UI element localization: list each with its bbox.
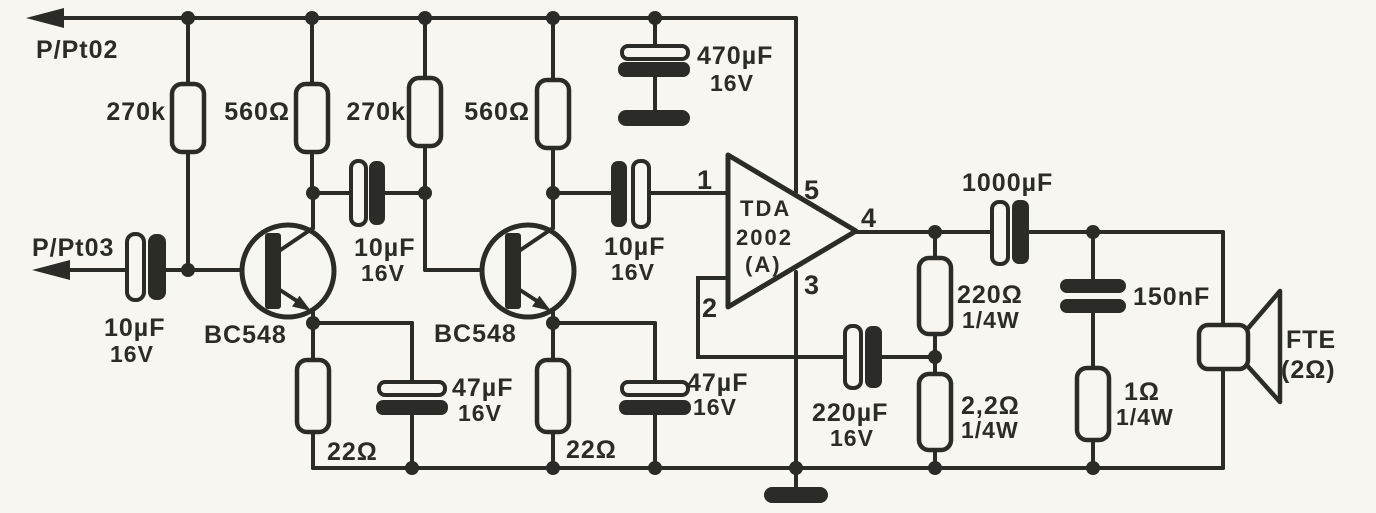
label-pin-3: 3 <box>804 270 819 300</box>
label-c-bypass2-value: 47µF <box>687 369 748 397</box>
label-ic-name-3: (A) <box>745 252 782 277</box>
resistor-r1-270k <box>169 81 207 155</box>
transistor-q2-bc548 <box>479 222 577 320</box>
ground-bar-icon <box>618 110 690 126</box>
label-pin-5: 5 <box>804 175 819 205</box>
capacitor-coupling2-10uf <box>611 159 651 229</box>
ic-tda2002 <box>725 152 859 310</box>
resistor-r9-1r <box>1074 365 1112 443</box>
label-r6-value: 22Ω <box>566 436 617 464</box>
capacitor-supply-470uf <box>618 44 690 126</box>
label-r7-value: 220Ω <box>957 281 1023 309</box>
resistor-r4-560 <box>534 77 572 151</box>
resistor-r2-560 <box>293 81 331 155</box>
capacitor-bypass2-47uf <box>619 380 691 415</box>
label-c-coupling1-value: 10µF <box>354 234 415 262</box>
label-c-supply-value: 470µF <box>697 42 773 70</box>
resistor-r5-22 <box>294 357 332 435</box>
label-speaker-name: FTE <box>1286 326 1336 354</box>
capacitor-feedback-220uf <box>843 324 882 390</box>
label-c-input-value: 10µF <box>104 314 165 342</box>
label-r8-value: 2,2Ω <box>961 392 1020 420</box>
capacitor-output-1000uf <box>990 200 1029 266</box>
label-pin-1: 1 <box>697 165 712 195</box>
label-ic-name-2: 2002 <box>736 225 793 250</box>
resistor-r8-2r2 <box>916 371 954 453</box>
label-port-supply: P/Pt02 <box>36 36 118 64</box>
label-c-coupling2-voltage: 16V <box>611 259 655 285</box>
capacitor-input-10uf <box>125 232 166 302</box>
label-port-input: P/Pt03 <box>32 234 114 262</box>
resistor-r7-220 <box>916 255 954 337</box>
label-speaker-impedance: (2Ω) <box>1281 356 1336 384</box>
junction-dots <box>181 11 1100 475</box>
label-r7-power: 1/4W <box>962 307 1020 333</box>
capacitor-filter-150nf <box>1060 279 1126 313</box>
label-c-output-value: 1000µF <box>962 169 1053 197</box>
label-r2-value: 560Ω <box>224 98 290 126</box>
label-c-coupling1-voltage: 16V <box>361 260 405 286</box>
label-c-coupling2-value: 10µF <box>604 233 665 261</box>
transistor-q1-bc548 <box>239 222 337 320</box>
label-ic-name-1: TDA <box>740 196 791 221</box>
label-r9-value: 1Ω <box>1124 378 1160 406</box>
emitter-arrow-icon <box>532 295 551 311</box>
label-c-input-voltage: 16V <box>110 341 154 367</box>
label-pin-4: 4 <box>861 203 876 233</box>
label-q2-name: BC548 <box>434 320 517 348</box>
emitter-arrow-icon <box>292 295 311 311</box>
label-c-filter-value: 150nF <box>1133 283 1210 311</box>
label-c-feedback-value: 220µF <box>812 399 888 427</box>
label-c-feedback-voltage: 16V <box>830 425 874 451</box>
label-pin-2: 2 <box>702 293 717 323</box>
label-q1-name: BC548 <box>204 321 287 349</box>
label-r8-power: 1/4W <box>961 417 1019 443</box>
label-r3-value: 270k <box>346 98 406 126</box>
label-c-bypass1-value: 47µF <box>452 374 513 402</box>
label-c-bypass2-voltage: 16V <box>693 394 737 420</box>
label-r4-value: 560Ω <box>464 98 530 126</box>
resistor-r6-22 <box>534 357 572 435</box>
label-c-supply-voltage: 16V <box>710 70 754 96</box>
speaker-fte <box>1196 288 1283 405</box>
label-r5-value: 22Ω <box>327 438 378 466</box>
label-c-bypass1-voltage: 16V <box>458 400 502 426</box>
label-r1-value: 270k <box>106 98 166 126</box>
label-r9-power: 1/4W <box>1116 404 1174 430</box>
capacitor-coupling1-10uf <box>349 159 385 227</box>
ground-bar-icon <box>764 487 828 503</box>
capacitor-bypass1-47uf <box>376 380 448 415</box>
supply-rail-arrow-icon <box>26 8 64 28</box>
resistor-r3-270k <box>406 75 444 149</box>
input-arrow-icon <box>32 260 70 280</box>
